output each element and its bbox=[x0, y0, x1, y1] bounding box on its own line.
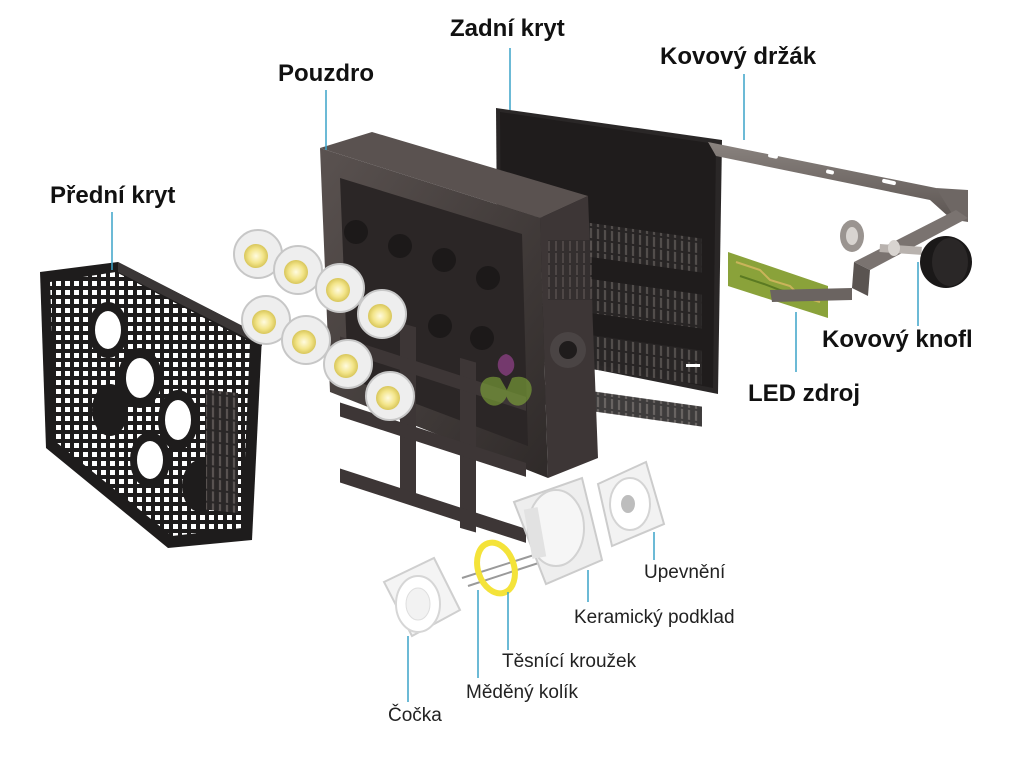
ceramic-base-part bbox=[512, 476, 604, 586]
led-module bbox=[315, 263, 365, 313]
label-front-cover: Přední kryt bbox=[50, 182, 176, 209]
back-cover-part bbox=[496, 108, 722, 427]
led-module bbox=[281, 315, 331, 365]
label-led-source: LED zdroj bbox=[748, 380, 860, 407]
label-sealing-ring: Těsnící kroužek bbox=[502, 651, 637, 672]
label-housing: Pouzdro bbox=[278, 60, 374, 87]
metal-bracket-part bbox=[708, 142, 968, 302]
label-mounting: Upevnění bbox=[644, 562, 726, 583]
label-copper-pin: Měděný kolík bbox=[466, 682, 578, 703]
led-module bbox=[241, 295, 291, 345]
led-source-part bbox=[728, 252, 828, 318]
led-module bbox=[323, 339, 373, 389]
led-module bbox=[357, 289, 407, 339]
housing-part bbox=[320, 132, 598, 543]
leader-lines bbox=[111, 48, 919, 702]
label-metal-bracket: Kovový držák bbox=[660, 43, 817, 70]
label-lens: Čočka bbox=[388, 705, 442, 726]
label-back-cover: Zadní kryt bbox=[450, 15, 565, 42]
led-modules bbox=[233, 229, 415, 421]
led-module bbox=[365, 371, 415, 421]
metal-knob-part bbox=[840, 220, 972, 288]
sealing-ring-part bbox=[474, 539, 518, 597]
lens-part bbox=[382, 556, 462, 638]
label-ceramic-base: Keramický podklad bbox=[574, 607, 735, 628]
led-module bbox=[273, 245, 323, 295]
label-metal-knob: Kovový knofl bbox=[822, 326, 973, 353]
mounting-part bbox=[596, 460, 666, 548]
led-module bbox=[233, 229, 283, 279]
front-cover-part bbox=[40, 262, 262, 548]
